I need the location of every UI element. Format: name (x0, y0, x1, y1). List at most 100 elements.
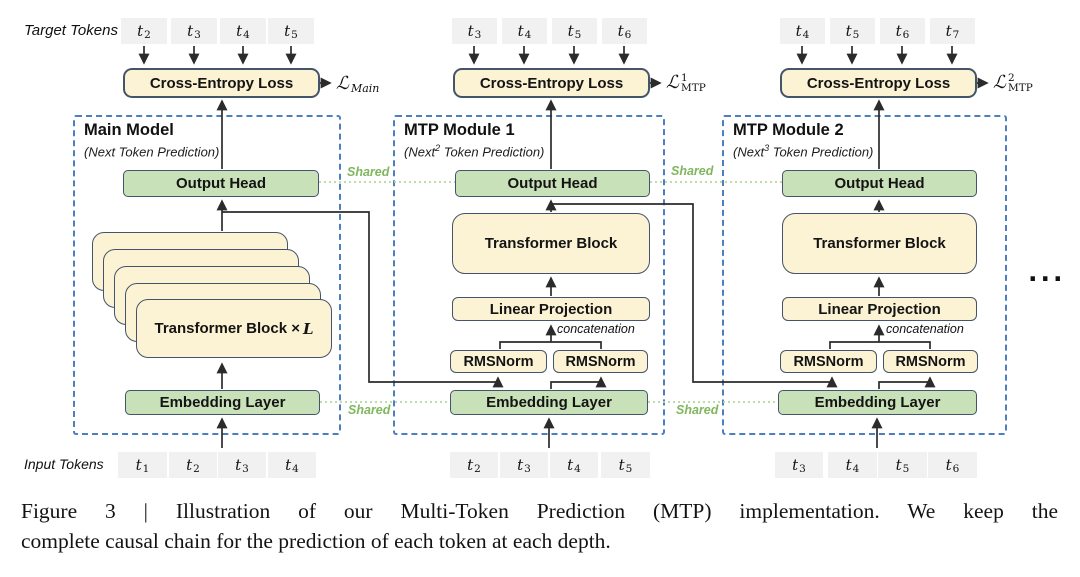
caption-line-2: complete causal chain for the prediction… (21, 528, 611, 553)
shared-label: Shared (347, 165, 390, 179)
loss-script-l: ℒ (336, 73, 349, 94)
token-base: t (617, 22, 624, 40)
subtitle-pre: (Next (404, 144, 436, 160)
mtp-module-1-container (393, 115, 665, 435)
token-subscript: 4 (243, 29, 250, 41)
mtp-module-2-subtitle: (Next3 Token Prediction) (733, 143, 873, 159)
subtitle-sup: 3 (764, 143, 770, 153)
subtitle-pre: (Next (733, 144, 765, 160)
token-base: t (567, 22, 574, 40)
token-subscript: 4 (524, 29, 532, 41)
token-base: t (137, 22, 144, 40)
subtitle-post: Token Prediction) (115, 144, 220, 160)
rmsnorm-box: RMSNorm (883, 350, 978, 373)
embedding-layer-box: Embedding Layer (125, 390, 320, 415)
token-subscript: 4 (292, 463, 299, 475)
token-base: t (236, 22, 243, 40)
token-base: t (517, 456, 524, 474)
cross-entropy-loss-box: Cross-Entropy Loss (453, 68, 650, 98)
token-subscript: 7 (952, 29, 960, 41)
token-base: t (235, 456, 242, 474)
token-subscript: 3 (194, 29, 201, 41)
subtitle-pre: (Next (84, 144, 116, 160)
output-head-box: Output Head (782, 170, 977, 197)
token-subscript: 5 (852, 29, 860, 41)
token-subscript: 3 (474, 29, 482, 41)
transformer-block-stack-front: Transformer Block ×L (136, 299, 332, 358)
concatenation-label: concatenation (886, 322, 964, 336)
loss-script-l: ℒ (666, 72, 679, 93)
token-subscript: 1 (142, 463, 150, 475)
loss-script-l: ℒ (993, 72, 1006, 93)
figure-caption: Figure 3 | Illustration of our Multi-Tok… (21, 497, 1058, 556)
token-subscript: 2 (193, 463, 200, 475)
caption-line-1: Figure 3 | Illustration of our Multi-Tok… (21, 499, 1058, 523)
stack-count-variable: L (302, 319, 314, 338)
transformer-block-stack-label: Transformer Block × (154, 320, 300, 337)
loss-subscript: Main (350, 81, 380, 95)
token-base: t (285, 456, 292, 474)
rmsnorm-box: RMSNorm (780, 350, 877, 373)
token-subscript: 2 (144, 29, 151, 41)
transformer-block-box: Transformer Block (452, 213, 650, 274)
ellipsis-more-modules: ... (1028, 258, 1066, 287)
loss-subscript: MTP (1007, 81, 1033, 94)
linear-projection-box: Linear Projection (782, 297, 977, 321)
token-subscript: 6 (902, 29, 910, 41)
token-subscript: 4 (852, 463, 860, 475)
token-base: t (795, 22, 802, 40)
token-base: t (467, 22, 474, 40)
token-base: t (467, 456, 474, 474)
loss-superscript: 2 (1007, 71, 1015, 84)
token-base: t (284, 22, 291, 40)
token-base: t (517, 22, 524, 40)
token-base: t (845, 22, 852, 40)
token-base: t (186, 456, 193, 474)
loss-superscript: 1 (680, 71, 688, 84)
token-subscript: 6 (952, 463, 960, 475)
mtp-module-1-subtitle: (Next2 Token Prediction) (404, 143, 544, 159)
main-model-title: Main Model (84, 121, 174, 139)
subtitle-post: Token Prediction) (769, 144, 874, 160)
token-base: t (792, 456, 799, 474)
mtp-module-1-title: MTP Module 1 (404, 121, 515, 139)
token-subscript: 5 (902, 463, 910, 475)
token-base: t (895, 22, 902, 40)
token-base: t (567, 456, 574, 474)
token-subscript: 5 (291, 29, 298, 41)
token-subscript: 5 (625, 463, 633, 475)
cross-entropy-loss-box: Cross-Entropy Loss (123, 68, 320, 98)
target-tokens-row-label: Target Tokens (24, 22, 118, 39)
token-subscript: 2 (474, 463, 481, 475)
token-subscript: 3 (524, 463, 531, 475)
token-base: t (945, 22, 952, 40)
shared-label: Shared (676, 403, 719, 417)
embedding-layer-box: Embedding Layer (450, 390, 648, 415)
subtitle-sup: 2 (435, 143, 441, 153)
embedding-layer-box: Embedding Layer (778, 390, 977, 415)
token-base: t (618, 456, 625, 474)
mtp-module-2-container (722, 115, 1007, 435)
input-tokens-row-label: Input Tokens (24, 456, 104, 472)
shared-label: Shared (671, 164, 714, 178)
output-head-box: Output Head (123, 170, 319, 197)
loss-subscript: MTP (680, 81, 706, 94)
token-subscript: 4 (802, 29, 810, 41)
